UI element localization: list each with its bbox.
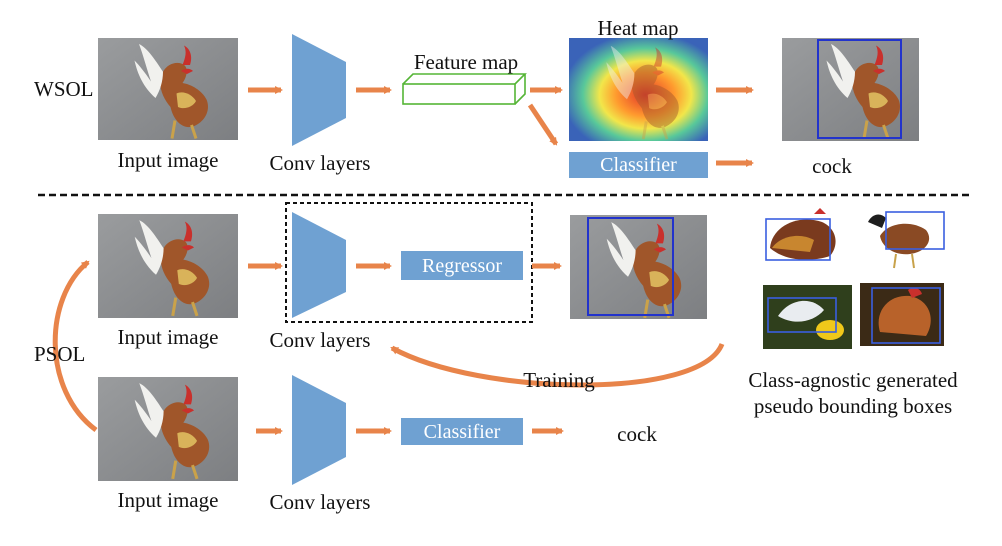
heat-map-label: Heat map	[597, 16, 679, 40]
wsol-input-image	[98, 38, 238, 140]
psol-conv-label-top: Conv layers	[269, 328, 371, 352]
psol-curved-arrow	[52, 260, 98, 433]
wsol-section-label: WSOL	[34, 77, 94, 101]
feature-map-label: Feature map	[413, 50, 519, 74]
wsol-conv-label: Conv layers	[269, 151, 371, 175]
psol-conv-label-bottom: Conv layers	[269, 490, 371, 514]
psol-conv-layers-top	[292, 212, 346, 318]
psol-input-label-bottom: Input image	[117, 488, 219, 512]
psol-input-label-top: Input image	[117, 325, 219, 349]
wsol-input-label: Input image	[117, 148, 219, 172]
pseudo-box-thumb-4	[860, 283, 944, 346]
psol-input-image-bottom	[98, 377, 238, 481]
psol-output-label: cock	[617, 422, 657, 446]
pseudo-box-thumb-3	[763, 285, 852, 349]
psol-input-image-top	[98, 214, 238, 318]
pseudo-box-thumb-1	[763, 208, 850, 271]
training-arrow	[390, 342, 725, 388]
arrow	[527, 103, 559, 146]
pseudo-caption-line1: Class-agnostic generated	[748, 368, 958, 392]
wsol-conv-layers	[292, 34, 346, 146]
psol-classifier-box: Classifier	[401, 418, 523, 445]
regressor-box: Regressor	[401, 251, 523, 280]
psol-section-label: PSOL	[34, 342, 86, 366]
trainable-module-box	[285, 202, 533, 323]
psol-output-image	[570, 215, 707, 320]
heat-map-image	[569, 38, 708, 141]
wsol-classifier-box: Classifier	[569, 152, 708, 178]
training-label: Training	[523, 368, 595, 392]
psol-conv-layers-bottom	[292, 375, 346, 485]
wsol-output-label: cock	[812, 154, 852, 178]
feature-map-box	[402, 73, 527, 105]
wsol-output-image	[782, 38, 919, 141]
pseudo-caption-line2: pseudo bounding boxes	[753, 394, 953, 418]
pseudo-box-thumb-2	[860, 206, 948, 270]
